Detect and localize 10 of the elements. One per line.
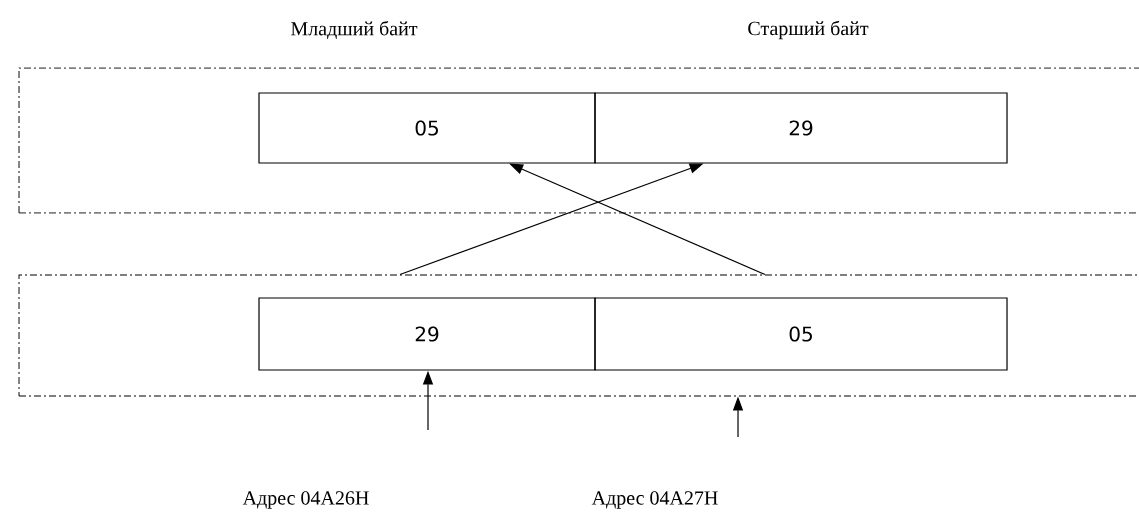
byte-cell: 05 bbox=[594, 297, 1008, 371]
byte-heading: Младший байт bbox=[291, 20, 418, 40]
byte-cell: 29 bbox=[594, 92, 1008, 164]
dash-dot-frame bbox=[18, 67, 1139, 214]
dash-dot-frame bbox=[18, 274, 1139, 397]
address-label: Адрес 04A27H bbox=[591, 491, 718, 509]
byte-cell: 29 bbox=[258, 297, 596, 371]
byte-cell: 05 bbox=[258, 92, 596, 164]
address-label: Адрес 04A26H bbox=[242, 491, 369, 509]
byte-heading: Старший байт bbox=[748, 20, 869, 40]
